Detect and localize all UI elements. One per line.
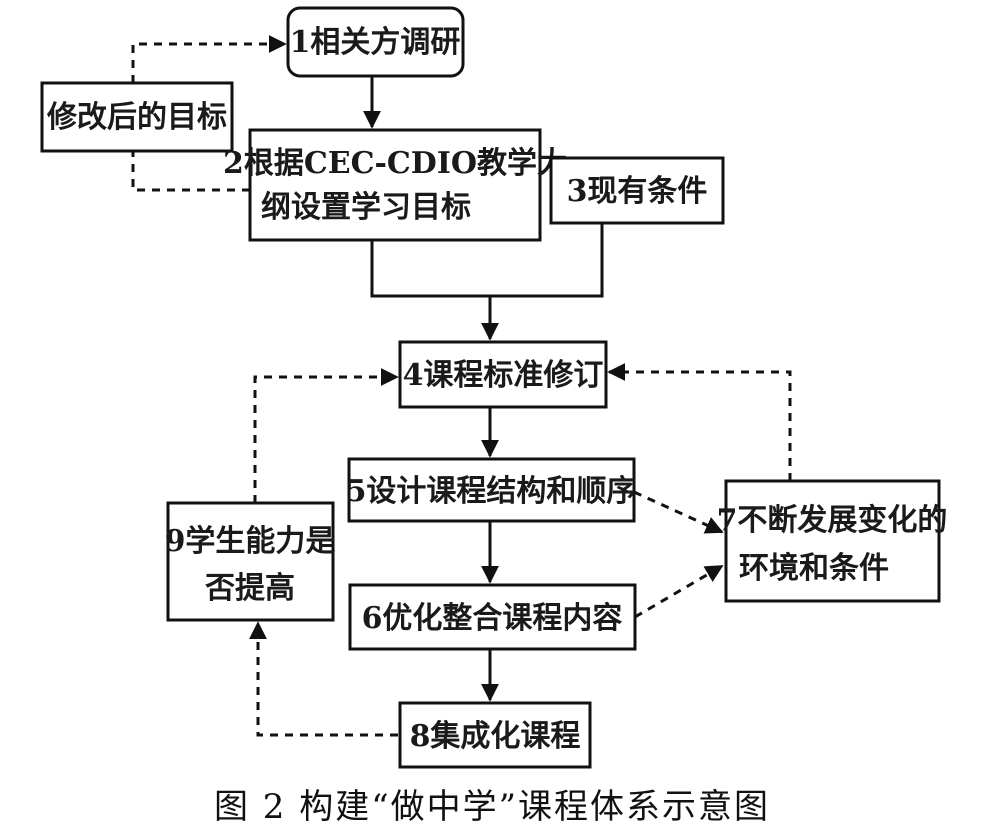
node-6-box <box>348 583 637 651</box>
dashed-2-to-revised-to-1 <box>131 44 285 192</box>
node-1-label: 1相关方调研 <box>290 25 461 60</box>
node-3-label: 3现有条件 <box>567 174 708 209</box>
node-7-label-line1: 7不断发展变化的 <box>717 503 948 538</box>
node-9-label-line2: 否提高 <box>205 571 295 606</box>
node-2-label-line1: 2根据CEC-CDIO教学大 <box>223 146 567 181</box>
node-8-label: 8集成化课程 <box>410 719 581 754</box>
dashed-7-to-4 <box>607 363 792 481</box>
connector-3-to-merge <box>490 223 604 298</box>
node-4-box <box>398 340 608 409</box>
revised-goal-box <box>40 81 234 153</box>
node-9-label-line1: 9学生能力是 <box>165 524 336 559</box>
node-3-box <box>549 156 725 225</box>
node-2-label-line2: 纲设置学习目标 <box>261 190 471 225</box>
node-7-box <box>724 479 941 603</box>
dashed-6-to-7 <box>634 564 724 619</box>
dashed-9-to-4 <box>253 368 399 503</box>
figure-caption: 图 2 构建“做中学”课程体系示意图 <box>214 787 770 827</box>
node-7-label-line2: 环境和条件 <box>739 551 889 586</box>
node-4-label: 4课程标准修订 <box>403 358 604 393</box>
node-9-box <box>166 501 335 622</box>
dashed-8-to-9 <box>249 621 398 737</box>
node-8-box <box>398 701 592 769</box>
dashed-5-to-7 <box>633 490 724 534</box>
node-2-box <box>248 128 542 242</box>
node-5-label: 5设计课程结构和顺序 <box>346 474 637 509</box>
connector-2-to-merge <box>370 240 490 298</box>
node-6-label: 6优化整合课程内容 <box>362 601 623 636</box>
revised-goal-label: 修改后的目标 <box>46 100 227 135</box>
